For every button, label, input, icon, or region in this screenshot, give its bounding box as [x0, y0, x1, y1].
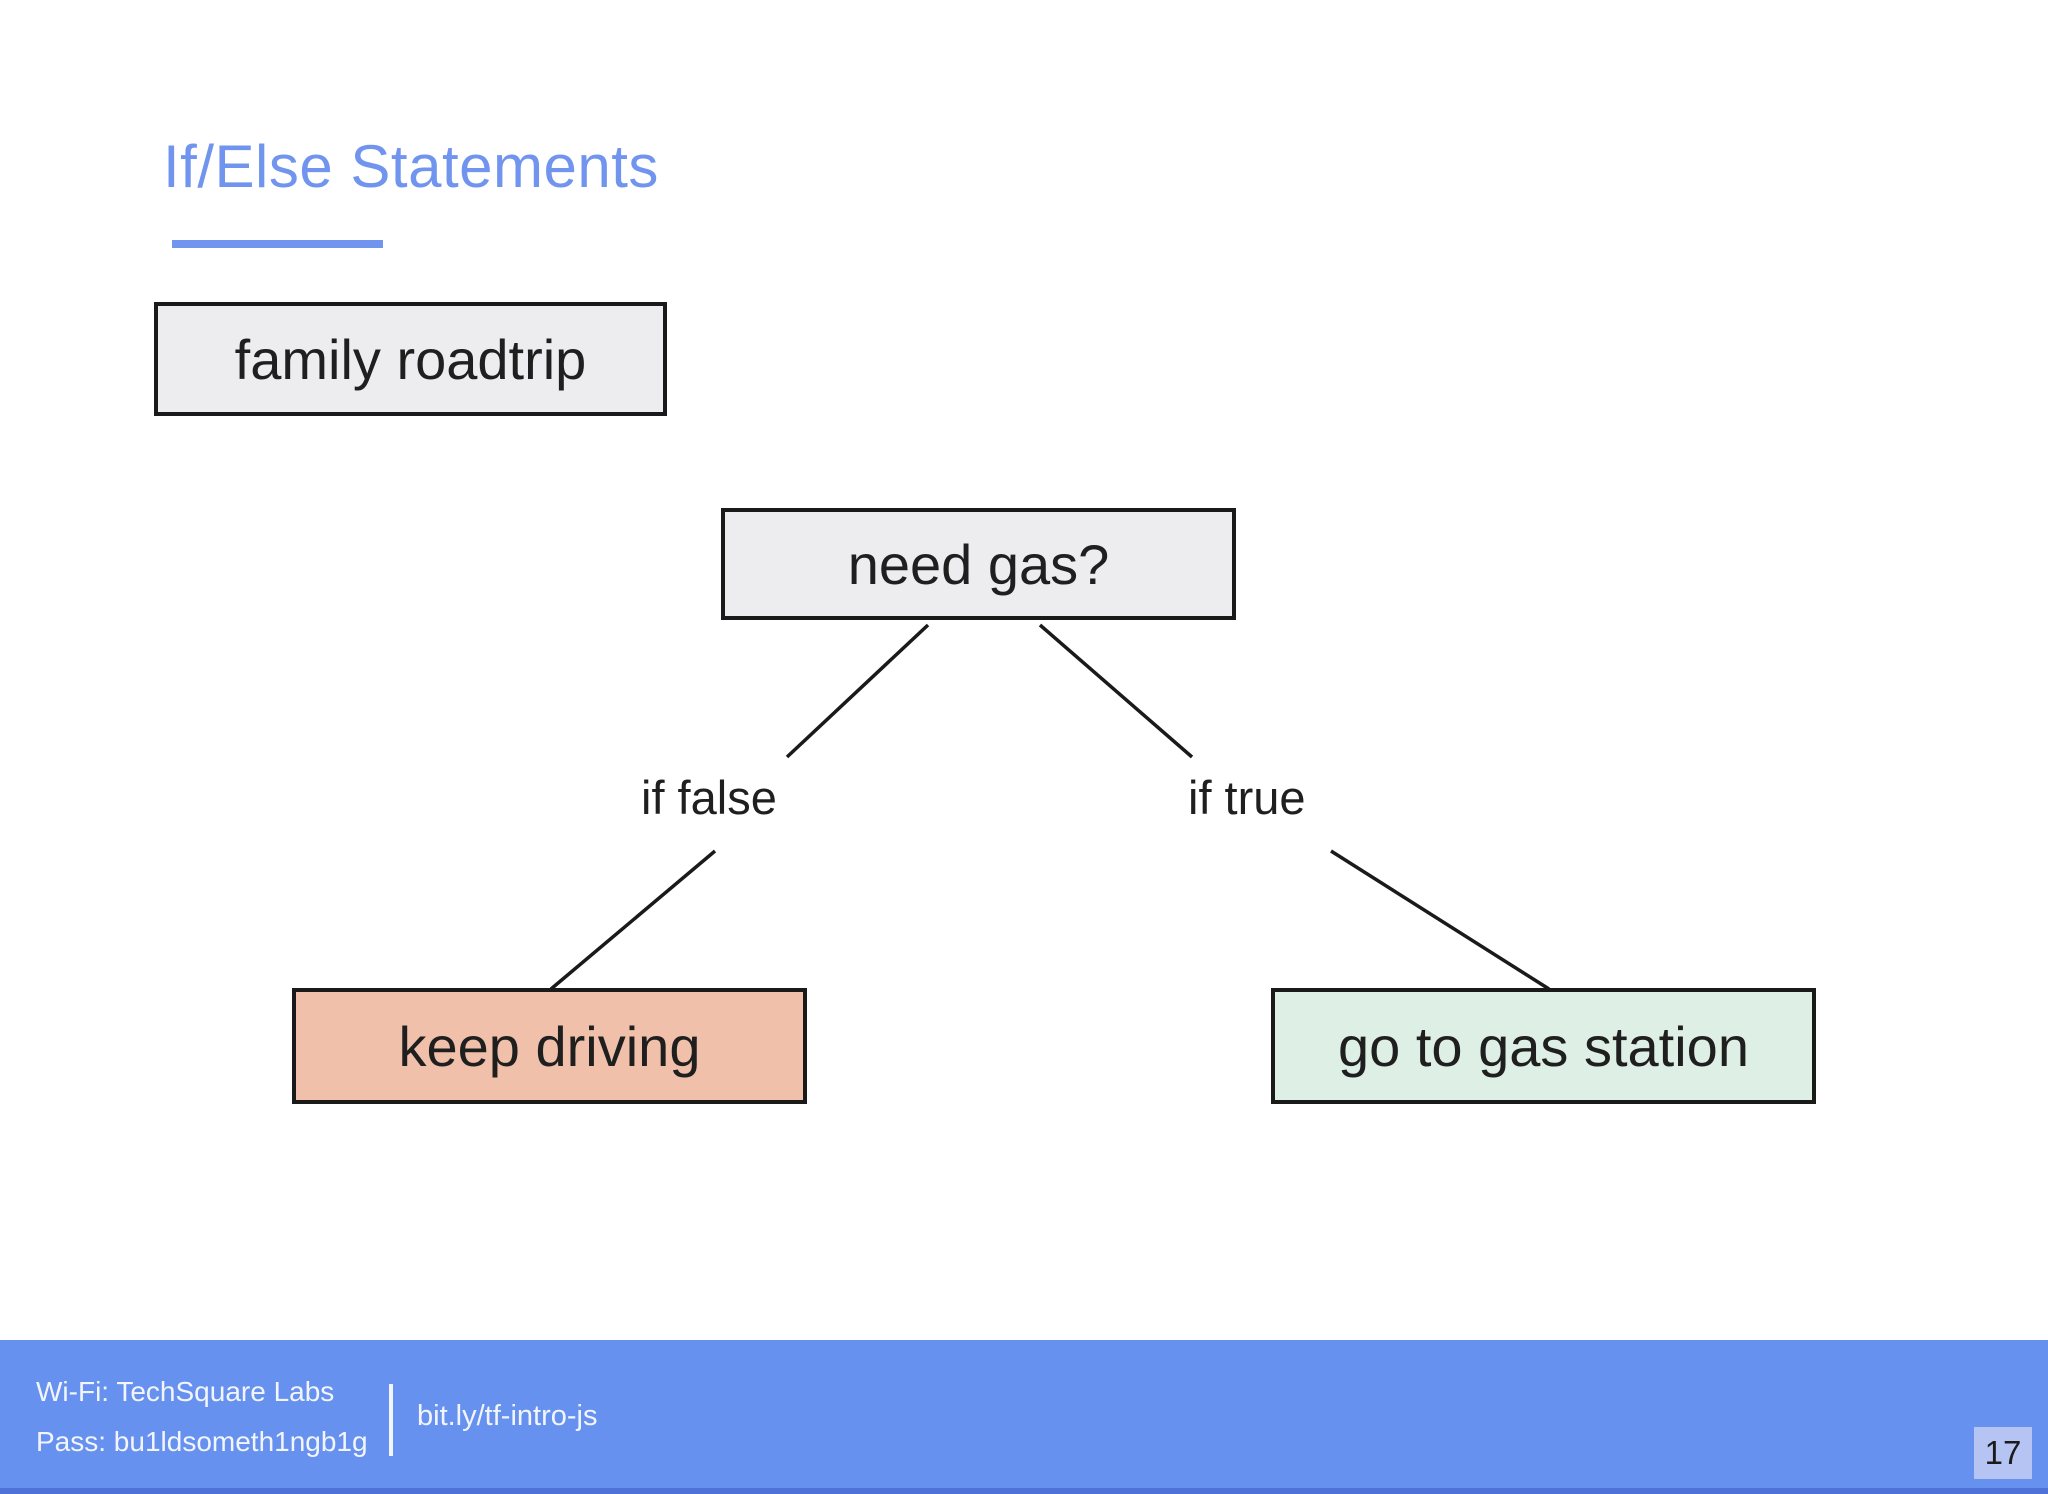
- footer-bar: Wi-Fi: TechSquare Labs Pass: bu1ldsometh…: [0, 1340, 2048, 1488]
- node-go-to-gas-station-label: go to gas station: [1338, 1014, 1749, 1078]
- connector-needgas-to-iftrue: [1038, 623, 1194, 759]
- branch-label-if-false: if false: [641, 771, 777, 824]
- branch-label-if-true: if true: [1188, 771, 1306, 824]
- node-go-to-gas-station: go to gas station: [1271, 988, 1816, 1104]
- node-family-roadtrip: family roadtrip: [154, 302, 667, 416]
- node-keep-driving-label: keep driving: [398, 1014, 701, 1078]
- footer-wifi-text: Wi-Fi: TechSquare Labs: [36, 1376, 335, 1407]
- footer-bottom-strip: [0, 1488, 2048, 1494]
- page-number-badge: 17: [1974, 1427, 2032, 1479]
- node-need-gas-label: need gas?: [847, 532, 1110, 596]
- connector-iffalse-to-keepdriving: [549, 849, 717, 991]
- footer-divider: [389, 1384, 393, 1456]
- connector-iftrue-to-gasstation: [1330, 849, 1550, 991]
- node-family-roadtrip-label: family roadtrip: [234, 327, 587, 391]
- footer-password-text: Pass: bu1ldsometh1ngb1g: [36, 1426, 368, 1457]
- node-keep-driving: keep driving: [292, 988, 807, 1104]
- page-number: 17: [1984, 1434, 2022, 1471]
- page-title: If/Else Statements: [163, 133, 659, 200]
- connector-needgas-to-iffalse: [785, 623, 930, 759]
- title-underline: [172, 240, 383, 248]
- node-need-gas: need gas?: [721, 508, 1236, 620]
- footer-link-text: bit.ly/tf-intro-js: [417, 1400, 598, 1432]
